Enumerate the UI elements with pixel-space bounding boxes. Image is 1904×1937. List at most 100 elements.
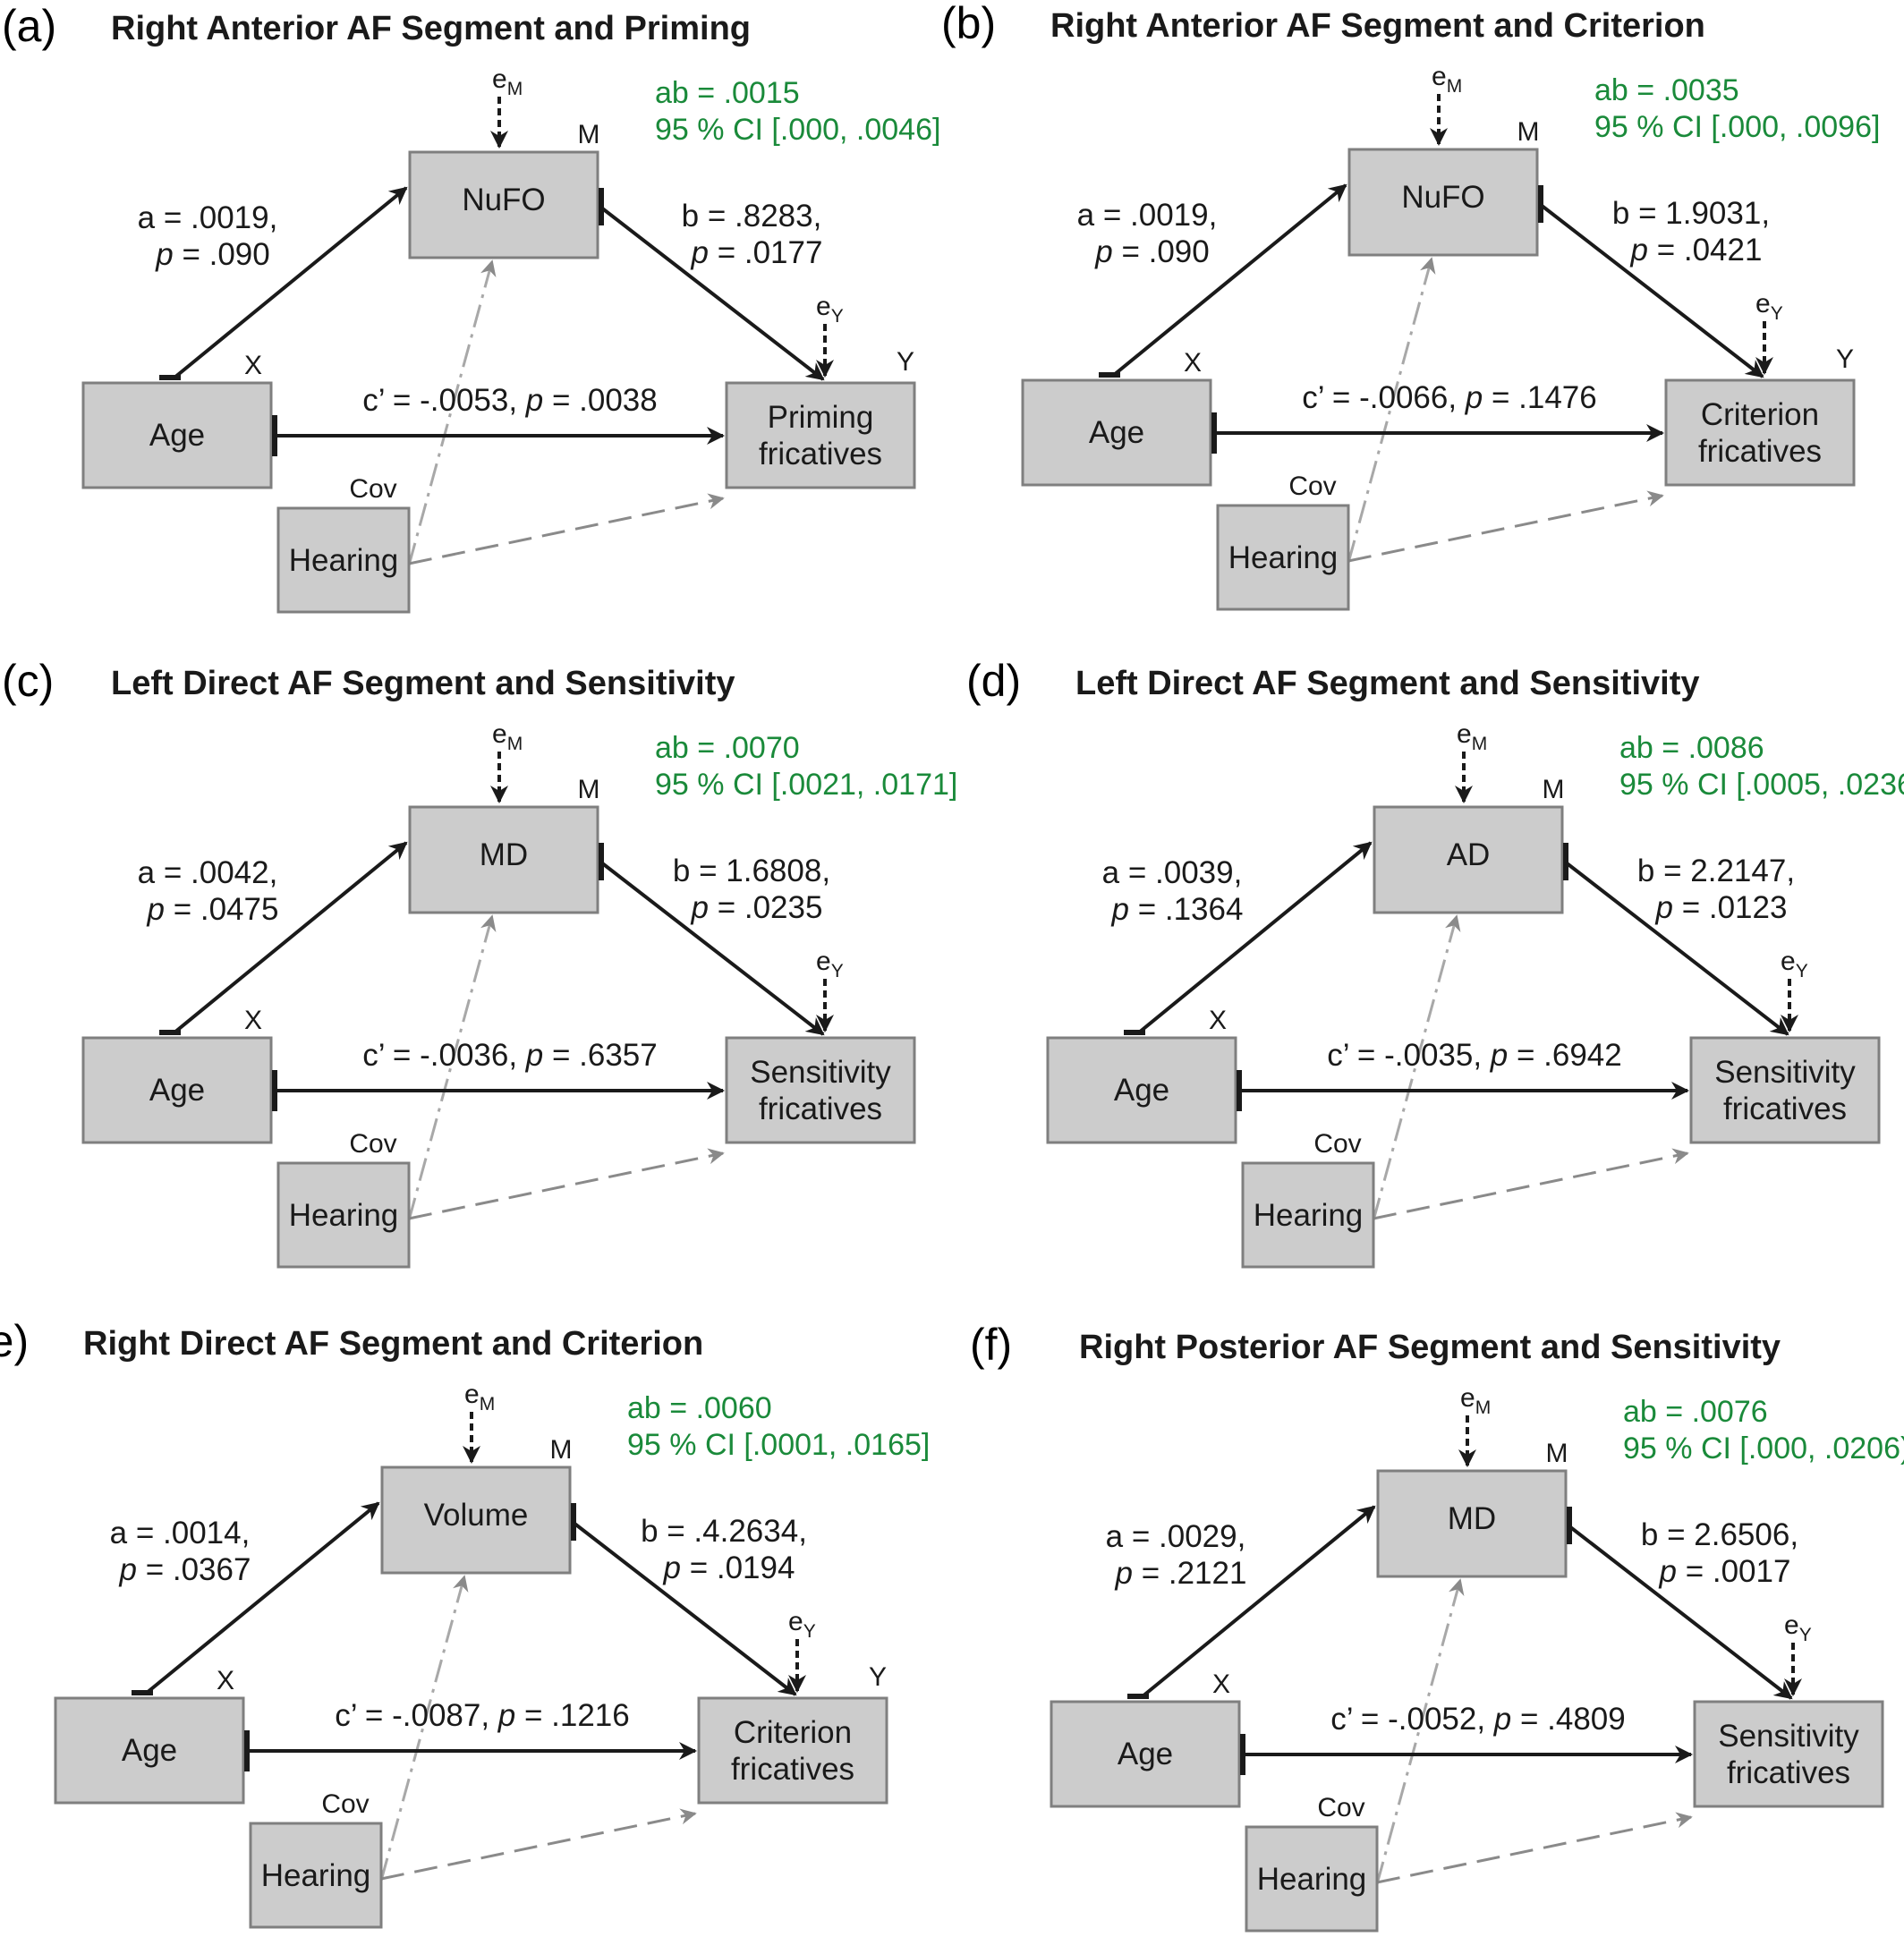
a-path: [1141, 1505, 1376, 1698]
covariate-role: Cov: [1317, 1793, 1364, 1822]
confidence-interval: 95 % CI [.000, .0046]: [655, 113, 940, 147]
a-p-value: p = .0475: [147, 892, 279, 927]
predictor-box: [1021, 378, 1212, 487]
covariate-label: Hearing: [261, 1858, 371, 1893]
b-p-value: p = .0177: [691, 235, 823, 270]
a-p-value: p = .2121: [1115, 1556, 1247, 1591]
error-y-subscript: Y: [803, 1621, 816, 1642]
predictor-label: Age: [149, 1073, 205, 1108]
error-m-symbol: e: [464, 1380, 480, 1409]
p-symbol: p: [497, 1698, 515, 1733]
panel-f: (f)Right Posterior AF Segment and Sensit…: [970, 1320, 1904, 1933]
cov-to-outcome-path: [1373, 1148, 1689, 1220]
a-p-value: p = .090: [1094, 234, 1209, 269]
error-y-symbol: e: [816, 292, 831, 321]
outcome-label-line2: fricatives: [759, 437, 882, 472]
indirect-effect: ab = .0035: [1594, 73, 1739, 107]
p-symbol: p: [1490, 1038, 1508, 1073]
covariate-role: Cov: [1288, 472, 1336, 501]
error-m-label: eM: [1457, 719, 1487, 754]
outcome-label-line2: fricatives: [759, 1092, 882, 1126]
p-symbol: p: [1659, 1554, 1677, 1589]
p-symbol: p: [119, 1552, 137, 1587]
p-symbol: p: [1111, 892, 1129, 927]
p-symbol: p: [1115, 1556, 1133, 1591]
confidence-interval: 95 % CI [.000, .0096]: [1594, 110, 1880, 144]
outcome-box: [1664, 378, 1856, 487]
error-m-subscript: M: [1447, 76, 1463, 97]
covariate-role: Cov: [321, 1789, 369, 1819]
mediator-label: MD: [1448, 1501, 1496, 1536]
predictor-role: X: [1184, 348, 1202, 378]
confidence-interval: 95 % CI [.0001, .0165]: [627, 1428, 930, 1462]
predictor-label: Age: [149, 418, 205, 453]
b-coefficient: b = 1.6808,: [673, 854, 830, 888]
mediator-label: AD: [1447, 837, 1491, 872]
error-y-symbol: e: [788, 1607, 803, 1636]
b-p-value: p = .0421: [1630, 233, 1763, 268]
c-prime-value: c’ = -.0087,: [335, 1698, 498, 1733]
confidence-interval: 95 % CI [.0005, .0236: [1619, 768, 1904, 802]
outcome-label-line2: fricatives: [1727, 1755, 1850, 1790]
covariate-label: Hearing: [289, 543, 399, 578]
covariate-box: [276, 506, 411, 614]
covariate-label: Hearing: [289, 1198, 399, 1233]
predictor-role: X: [1212, 1669, 1230, 1699]
error-m-symbol: e: [492, 64, 507, 94]
cov-to-mediator-path: [1375, 1578, 1465, 1885]
p-symbol: p: [1094, 234, 1112, 269]
predictor-label: Age: [1118, 1737, 1173, 1771]
a-p-value: p = .090: [155, 237, 269, 272]
outcome-box: [725, 1036, 916, 1144]
c-prime-value: c’ = -.0053,: [362, 383, 526, 418]
panel-label: (f): [970, 1320, 1012, 1370]
cov-to-mediator-path: [1372, 914, 1461, 1221]
panel-label: (a): [2, 1, 56, 51]
predictor-role: X: [217, 1666, 234, 1695]
p-value: = .0177: [709, 235, 822, 270]
panel-label: (c): [2, 656, 54, 706]
outcome-label-line1: Criterion: [734, 1715, 852, 1750]
error-y-label: eY: [816, 947, 844, 981]
mediator-box: [1376, 1469, 1568, 1578]
a-coefficient: a = .0042,: [138, 855, 278, 890]
error-y-label: eY: [1781, 947, 1808, 981]
error-m-subscript: M: [480, 1394, 496, 1415]
p-value: = .0235: [709, 890, 822, 925]
p-symbol: p: [155, 237, 173, 272]
outcome-label-line2: fricatives: [731, 1752, 854, 1787]
p-value: = .0421: [1648, 233, 1762, 268]
p-value: = .0194: [681, 1550, 795, 1585]
mediator-label: Volume: [424, 1498, 529, 1533]
panel-a: (a) Right Anterior AF Segment and Priming…: [2, 1, 940, 614]
p-value: = .1364: [1129, 892, 1243, 927]
indirect-effect: ab = .0015: [655, 76, 800, 110]
covariate-box: [276, 1161, 411, 1269]
outcome-label-line1: Sensitivity: [750, 1055, 891, 1090]
cov-to-outcome-path: [1376, 1812, 1693, 1884]
cov-to-outcome-path: [408, 1148, 725, 1220]
b-coefficient: b = .4.2634,: [641, 1514, 807, 1549]
mediator-role: M: [550, 1435, 573, 1465]
outcome-role: Y: [1836, 344, 1854, 374]
mediator-role: M: [578, 120, 600, 149]
p-symbol: p: [663, 1550, 681, 1585]
mediator-box: [1347, 148, 1539, 257]
outcome-label-line2: fricatives: [1698, 434, 1822, 469]
confidence-interval: 95 % CI [.0021, .0171]: [655, 768, 957, 802]
outcome-box: [697, 1696, 888, 1805]
cov-to-mediator-path: [1347, 257, 1436, 564]
a-p-value: p = .1364: [1111, 892, 1244, 927]
c-prime-value: c’ = -.0052,: [1330, 1702, 1494, 1737]
panel-title: Left Direct AF Segment and Sensitivity: [111, 665, 735, 702]
a-coefficient: a = .0019,: [138, 200, 278, 235]
c-prime-value: c’ = -.0036,: [362, 1038, 526, 1073]
c-prime-value: c’ = -.0066,: [1302, 380, 1466, 415]
predictor-box: [54, 1696, 245, 1805]
predictor-label: Age: [1114, 1073, 1169, 1108]
outcome-box: [725, 381, 916, 489]
covariate-label: Hearing: [1257, 1862, 1367, 1897]
panel-title: Right Anterior AF Segment and Priming: [111, 10, 751, 47]
